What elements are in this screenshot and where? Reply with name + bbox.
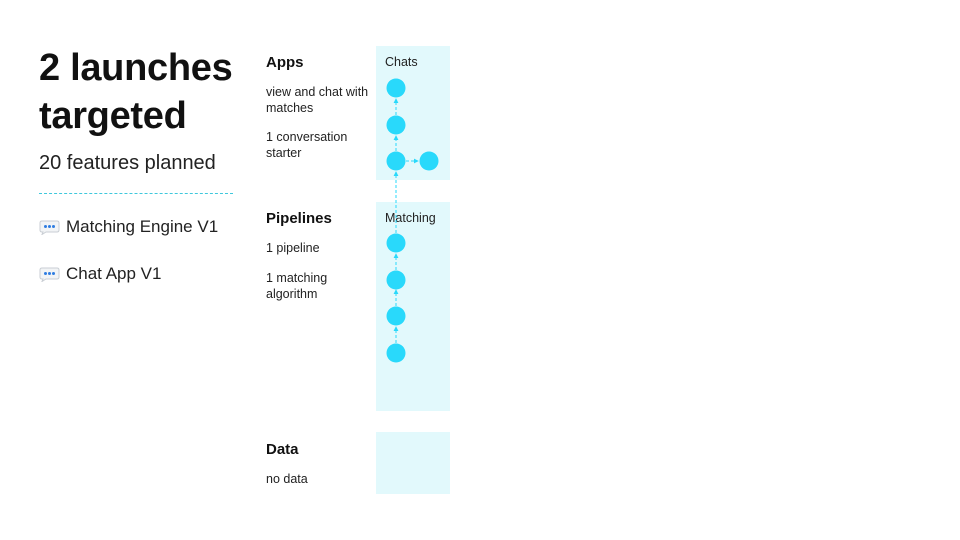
launch-item-chat-app: Chat App V1 <box>39 262 161 286</box>
lane-label-chats: Chats <box>385 55 418 69</box>
lane-label-matching: Matching <box>385 211 436 225</box>
launch-item-matching-engine: Matching Engine V1 <box>39 215 218 239</box>
apps-item-view-chat: view and chat with matches <box>266 85 369 115</box>
data-item-no-data: no data <box>266 472 308 486</box>
node-matching-1 <box>386 233 406 253</box>
speech-bubble-icon <box>39 220 60 235</box>
launch-label: Matching Engine V1 <box>66 217 219 236</box>
section-title-data: Data <box>266 441 299 458</box>
node-chats-1 <box>386 78 406 98</box>
dashed-divider <box>39 193 233 194</box>
node-chats-side <box>419 151 439 171</box>
speech-bubble-icon <box>39 267 60 282</box>
section-title-pipelines: Pipelines <box>266 210 332 227</box>
lane-data <box>376 432 450 494</box>
pipelines-item-pipeline: 1 pipeline <box>266 241 320 255</box>
pipelines-item-algorithm: 1 matching algorithm <box>266 271 328 301</box>
node-matching-4 <box>386 343 406 363</box>
features-planned: 20 features planned <box>39 152 216 174</box>
node-chats-2 <box>386 115 406 135</box>
node-matching-3 <box>386 306 406 326</box>
launch-label: Chat App V1 <box>66 264 162 283</box>
headline: 2 launches targeted <box>39 44 259 140</box>
apps-item-conversation-starter: 1 conversation starter <box>266 130 348 160</box>
section-title-apps: Apps <box>266 54 304 71</box>
lane-matching <box>376 202 450 411</box>
node-chats-3 <box>386 151 406 171</box>
node-matching-2 <box>386 270 406 290</box>
headline-line-2: targeted <box>39 95 187 137</box>
headline-line-1: 2 launches <box>39 47 233 89</box>
